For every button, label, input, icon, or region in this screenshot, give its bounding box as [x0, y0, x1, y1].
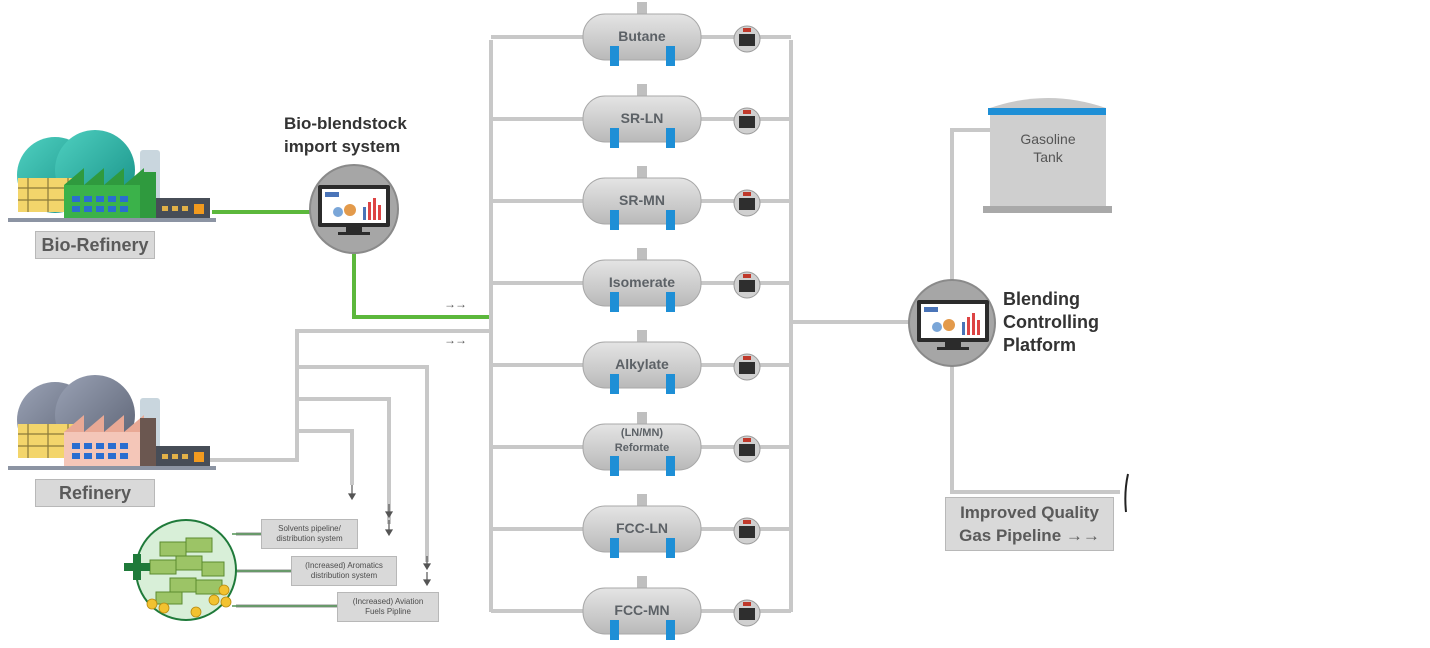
pipeline-line1: Improved Quality [960, 503, 1099, 522]
valve-handle [743, 28, 751, 32]
valve-body [739, 444, 755, 456]
tank-label: FCC-MN [614, 602, 670, 618]
valve-handle [743, 438, 751, 442]
aromatics-line1: (Increased) Aromatics [305, 561, 383, 570]
gasoline-tank-label: Gasoline Tank [990, 130, 1106, 166]
valve-handle [743, 602, 751, 606]
tank-leg-right [666, 210, 675, 230]
blend-tank [582, 248, 761, 312]
blend-tank [582, 412, 761, 476]
pipeline-end-bracket [1124, 473, 1129, 513]
solvents-line2: distribution system [276, 534, 343, 543]
gasoline-tank-line1: Gasoline [1020, 131, 1076, 147]
aromatics-distribution-box: (Increased) Aromatics distribution syste… [291, 556, 397, 586]
tank-nozzle [637, 576, 647, 590]
import-system-title-line1: Bio-blendstock [284, 114, 407, 133]
tank-leg-left [610, 456, 619, 476]
blending-platform-line1: Blending [1003, 289, 1080, 309]
tank-leg-left [610, 46, 619, 66]
tank-leg-left [610, 128, 619, 148]
valve-body [739, 34, 755, 46]
tank-label: (LN/MN) Reformate [586, 426, 698, 456]
tank-label-line1: (LN/MN) [620, 427, 664, 439]
gasoline-tank-graphic [983, 98, 1112, 213]
blend-tank [582, 84, 761, 148]
valve-handle [743, 192, 751, 196]
solvents-pipeline-box: Solvents pipeline/ distribution system [261, 519, 358, 549]
tank-label: SR-LN [620, 110, 664, 126]
tank-leg-left [610, 292, 619, 312]
tank-leg-left [610, 374, 619, 394]
tank-leg-right [666, 538, 675, 558]
tank-leg-left [610, 210, 619, 230]
gasoline-tank-line2: Tank [1033, 149, 1063, 165]
improved-pipeline-label: Improved Quality Gas Pipeline →→ [945, 497, 1114, 551]
blending-monitor [908, 279, 996, 367]
pipeline-line2: Gas Pipeline →→ [959, 526, 1100, 545]
valve-handle [743, 274, 751, 278]
valve-handle [743, 520, 751, 524]
distribution-down-arrows [347, 485, 432, 587]
tank-leg-right [666, 46, 675, 66]
aviation-pipeline-box: (Increased) Aviation Fuels Pipline [337, 592, 439, 622]
refinery-label: Refinery [35, 479, 155, 507]
solvents-line1: Solvents pipeline/ [278, 524, 341, 533]
blend-tank [582, 2, 761, 66]
refinery-plant [8, 375, 216, 470]
tank-label-line2: Reformate [614, 442, 670, 454]
tank-label: Butane [618, 28, 666, 44]
valve-body [739, 362, 755, 374]
tank-leg-left [610, 538, 619, 558]
tank-leg-right [666, 456, 675, 476]
blend-tank [582, 494, 761, 558]
import-system-monitor [309, 164, 399, 254]
valve-body [739, 608, 755, 620]
valve-handle [743, 356, 751, 360]
aromatics-line2: distribution system [310, 571, 378, 580]
valve-body [739, 280, 755, 292]
aviation-line2: Fuels Pipline [365, 607, 411, 616]
tank-label: SR-MN [619, 192, 665, 208]
valve-handle [743, 110, 751, 114]
bio-pipe [212, 210, 489, 319]
valve-body [739, 526, 755, 538]
import-system-title: Bio-blendstock import system [284, 112, 407, 158]
tank-leg-right [666, 374, 675, 394]
tank-nozzle [637, 330, 647, 344]
bio-refinery-label: Bio-Refinery [35, 231, 155, 259]
tank-nozzle [637, 166, 647, 180]
tank-nozzle [637, 412, 647, 426]
valve-body [739, 198, 755, 210]
tank-leg-right [666, 292, 675, 312]
aviation-line1: (Increased) Aviation [352, 597, 424, 606]
tank-nozzle [637, 494, 647, 508]
tank-leg-right [666, 128, 675, 148]
flow-arrow-upper: →→ [444, 297, 467, 311]
tank-label: Alkylate [615, 356, 669, 372]
tank-nozzle [637, 84, 647, 98]
tank-nozzle [637, 248, 647, 262]
blending-platform-line3: Platform [1003, 335, 1077, 355]
tank-leg-right [666, 620, 675, 640]
blending-platform-title: Blending Controlling Platform [1003, 288, 1099, 357]
blend-tank [582, 330, 761, 394]
blend-tank [582, 576, 761, 640]
flow-arrow-lower: →→ [444, 333, 467, 347]
money-graphic [124, 519, 237, 621]
bio-refinery-plant [8, 130, 216, 222]
blend-tanks [582, 2, 761, 640]
tank-label: Isomerate [608, 274, 676, 290]
tank-nozzle [637, 2, 647, 16]
blend-tank [582, 166, 761, 230]
tank-label: FCC-LN [615, 520, 669, 536]
distribution-connectors [232, 533, 338, 607]
valve-body [739, 116, 755, 128]
import-system-title-line2: import system [284, 137, 401, 156]
tank-leg-left [610, 620, 619, 640]
blending-platform-line2: Controlling [1003, 312, 1099, 332]
